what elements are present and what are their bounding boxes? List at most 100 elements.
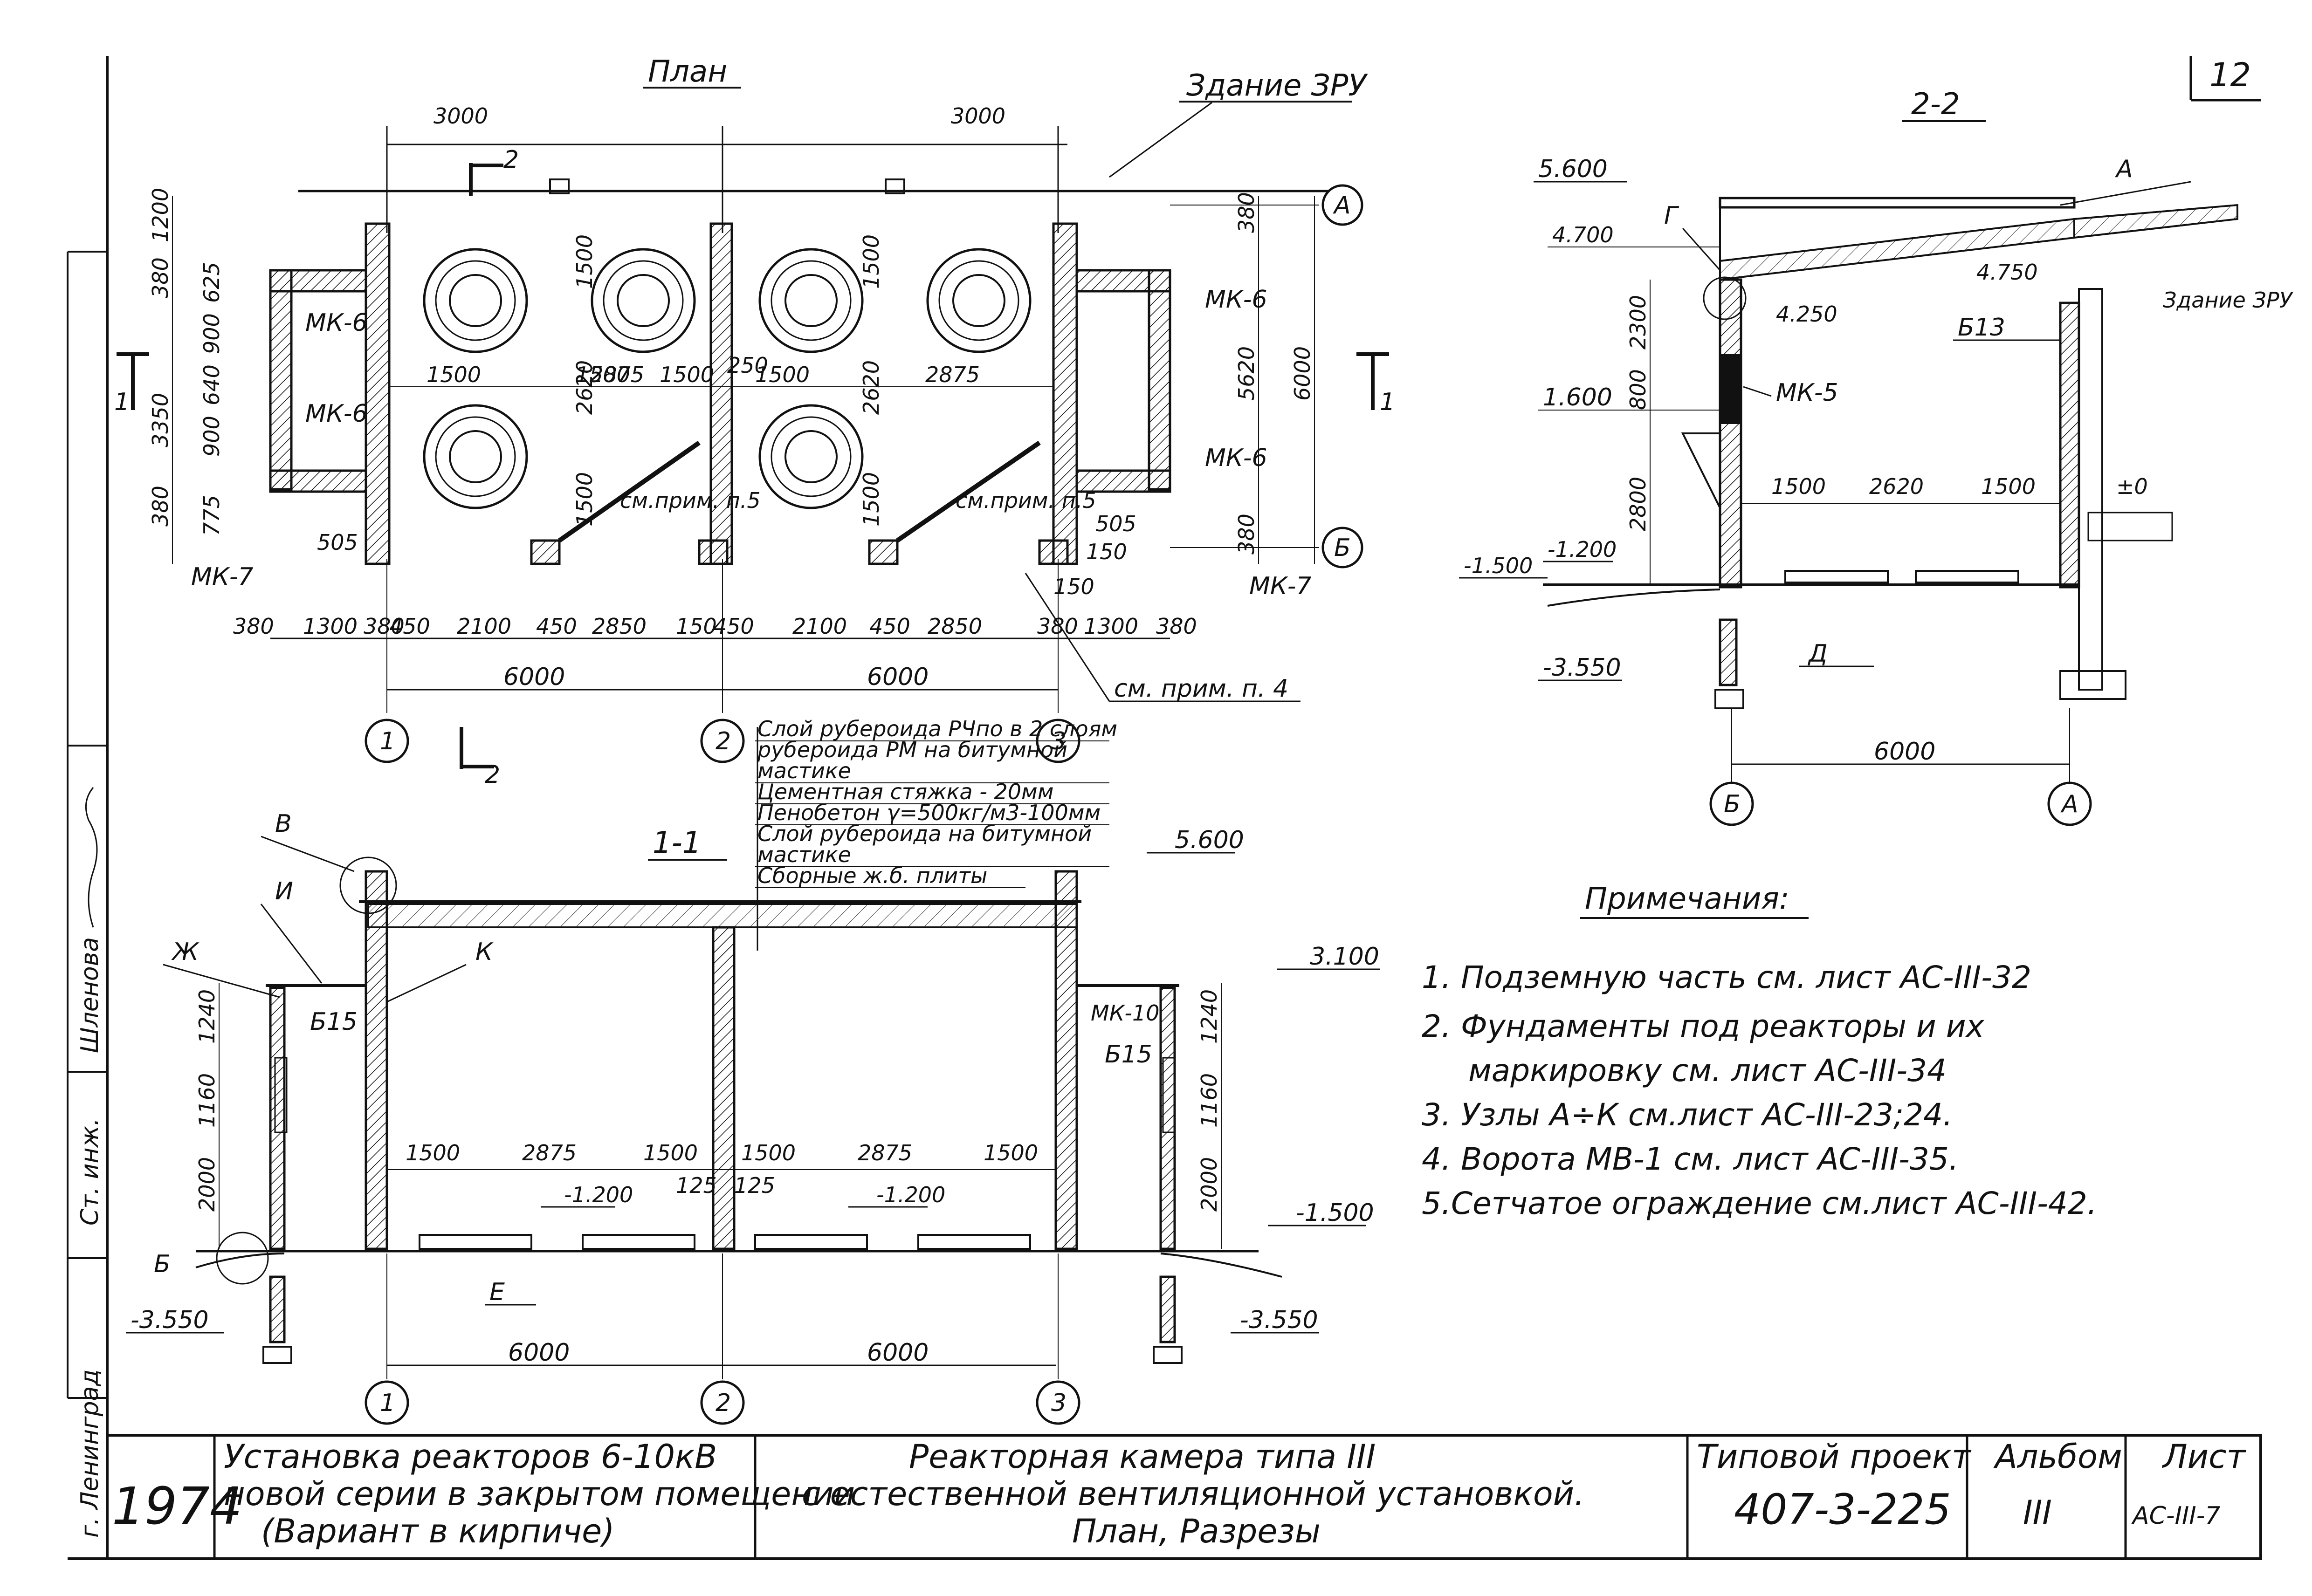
note-item: 1. Подземную часть см. лист АС-III-32 xyxy=(1422,959,2031,995)
level-mark: -1.200 xyxy=(564,1182,633,1207)
plan-bottom-dim: 2850 xyxy=(592,614,647,639)
plan-bottom-dim: 2850 xyxy=(928,614,982,639)
section-axis-label: А xyxy=(2060,790,2078,818)
level-mark: -1.200 xyxy=(876,1182,945,1207)
section-dim: 1500 xyxy=(406,1140,460,1165)
plan-left-dim: 380 xyxy=(148,486,173,527)
equipment-label: Б13 xyxy=(1958,314,2005,342)
plan-note-ref: см. прим. п. 4 xyxy=(1114,675,1288,703)
plan-inner-dim: 1500 xyxy=(427,362,481,387)
plan-equipment-label: МК-7 xyxy=(191,563,254,591)
stamp-name: Шленова xyxy=(76,937,104,1053)
section-dim: 2620 xyxy=(1869,474,1924,499)
section-axis-label: 1 xyxy=(380,1389,395,1417)
plan-left-dim: 640 xyxy=(199,364,224,405)
title-block: 1974 Установка реакторов 6-10кВ новой се… xyxy=(106,1434,2262,1560)
plan-bottom-dim: 380 xyxy=(364,614,405,639)
level-mark: -1.500 xyxy=(1464,553,1533,578)
plan-axis-label: 1 xyxy=(380,727,395,755)
node-label: Ж xyxy=(171,938,200,966)
plan-overall-dim: 6000 xyxy=(503,663,565,691)
plan-bottom-dim: 450 xyxy=(389,614,430,639)
equipment-label: Б15 xyxy=(1105,1041,1152,1069)
notes-title: Примечания: xyxy=(1585,882,1789,916)
reactors xyxy=(423,248,1032,509)
plan-building-label: Здание ЗРУ xyxy=(1186,68,1368,103)
plan-left-dim: 900 xyxy=(199,313,224,354)
plan-inner-dim: 1500 xyxy=(572,234,597,289)
title-block-album-label: Альбом xyxy=(1993,1438,2122,1476)
plan-equipment-label: МК-7 xyxy=(1249,572,1312,600)
plan-inner-dim: 1500 xyxy=(660,362,714,387)
plan-axis-label: 2 xyxy=(716,727,731,755)
plan-inner-dim: 1500 xyxy=(859,234,884,289)
section-dim: 1240 xyxy=(194,989,220,1044)
section-dim: 6000 xyxy=(1874,738,1935,766)
section-dim: 2000 xyxy=(1197,1157,1222,1212)
roof-layer: мастике xyxy=(757,842,851,867)
section-dim: 2000 xyxy=(194,1157,220,1212)
plan-bottom-dim: 1300 xyxy=(1084,614,1138,639)
section-1-1: 1-1 Слой рубероида РЧпо в 2 слоям руберо… xyxy=(126,716,1380,1425)
title-block-sheet-value: АС-III-7 xyxy=(2131,1502,2221,1530)
title-block-sheet-title: Реакторная камера типа III xyxy=(909,1438,1376,1476)
plan-title: План xyxy=(648,55,727,89)
node-label: Г xyxy=(1664,202,1679,230)
plan-section-mark: 1 xyxy=(1380,388,1395,416)
roof-layer: Слой рубероида РЧпо в 2 слоям xyxy=(757,716,1117,741)
note-item: 2. Фундаменты под реакторы и их xyxy=(1422,1008,1985,1044)
section-2-2-title: 2-2 xyxy=(1911,87,1960,122)
plan-equipment-label: МК-6 xyxy=(305,309,368,337)
plan-overall-dim: 6000 xyxy=(867,663,929,691)
title-block-album-value: III xyxy=(2023,1493,2052,1532)
section-dim: 1500 xyxy=(643,1140,698,1165)
plan-inner-dim: 250 xyxy=(727,353,768,378)
title-block-project-title: новой серии в закрытом помещении xyxy=(224,1475,855,1513)
roof-layers: Слой рубероида РЧпо в 2 слоям рубероида … xyxy=(755,716,1117,951)
section-dim: 1500 xyxy=(1981,474,2036,499)
section-dim: 1160 xyxy=(1197,1073,1222,1128)
plan-right-dim: 6000 xyxy=(1290,346,1315,401)
equipment-label: МК-10 xyxy=(1091,1000,1159,1026)
level-mark: 3.100 xyxy=(1310,943,1379,971)
section-dim: 6000 xyxy=(867,1339,929,1367)
plan-right-dim: 380 xyxy=(1234,192,1259,233)
plan-left-dim: 380 xyxy=(148,257,173,298)
plan-bottom-dim: 450 xyxy=(536,614,577,639)
title-block-typical-project-value: 407-3-225 xyxy=(1734,1485,1951,1534)
plan-inner-dim: 1500 xyxy=(755,362,810,387)
plan-row-axis-label: Б xyxy=(1334,534,1351,562)
node-label: А xyxy=(2115,155,2133,183)
level-mark: 4.700 xyxy=(1552,222,1614,247)
section-dim: 2875 xyxy=(858,1140,912,1165)
plan-inner-dim: 505 xyxy=(1095,511,1136,536)
level-mark: -3.550 xyxy=(1240,1306,1318,1334)
plan-note-ref: см.прим. п.5 xyxy=(620,488,761,513)
plan-top-dim-1: 3000 xyxy=(434,103,488,129)
plan-bottom-dim: 2100 xyxy=(457,614,511,639)
level-mark: 4.250 xyxy=(1776,301,1837,327)
plan-top-dim-2: 3000 xyxy=(951,103,1005,129)
section-dim: 1500 xyxy=(741,1140,796,1165)
plan-right-dim: 380 xyxy=(1234,514,1259,555)
plan-inner-dim: 2875 xyxy=(925,362,980,387)
plan-inner-dim: 150 xyxy=(1086,539,1127,564)
level-mark: -3.550 xyxy=(131,1306,209,1334)
section-dim: 1160 xyxy=(194,1073,220,1128)
section-dim: 2800 xyxy=(1625,477,1651,531)
node-label: Б xyxy=(154,1250,171,1278)
plan-bottom-dim: 380 xyxy=(233,614,274,639)
notes: Примечания: 1. Подземную часть см. лист … xyxy=(1422,882,2097,1221)
section-dim: 1240 xyxy=(1197,989,1222,1044)
plan-equipment-label: МК-6 xyxy=(305,400,368,428)
plan-left-dim: 775 xyxy=(199,495,224,536)
level-mark: 1.600 xyxy=(1543,384,1612,411)
plan-inner-dim: 2620 xyxy=(859,360,884,415)
plan-bottom-dim: 380 xyxy=(1037,614,1078,639)
title-block-year: 1974 xyxy=(112,1476,242,1536)
title-block-project-title: (Вариант в кирпиче) xyxy=(261,1512,615,1550)
plan-note-ref: см.прим. п.5 xyxy=(956,488,1096,513)
level-mark: 5.600 xyxy=(1175,826,1244,854)
section-dim: 800 xyxy=(1625,369,1651,410)
